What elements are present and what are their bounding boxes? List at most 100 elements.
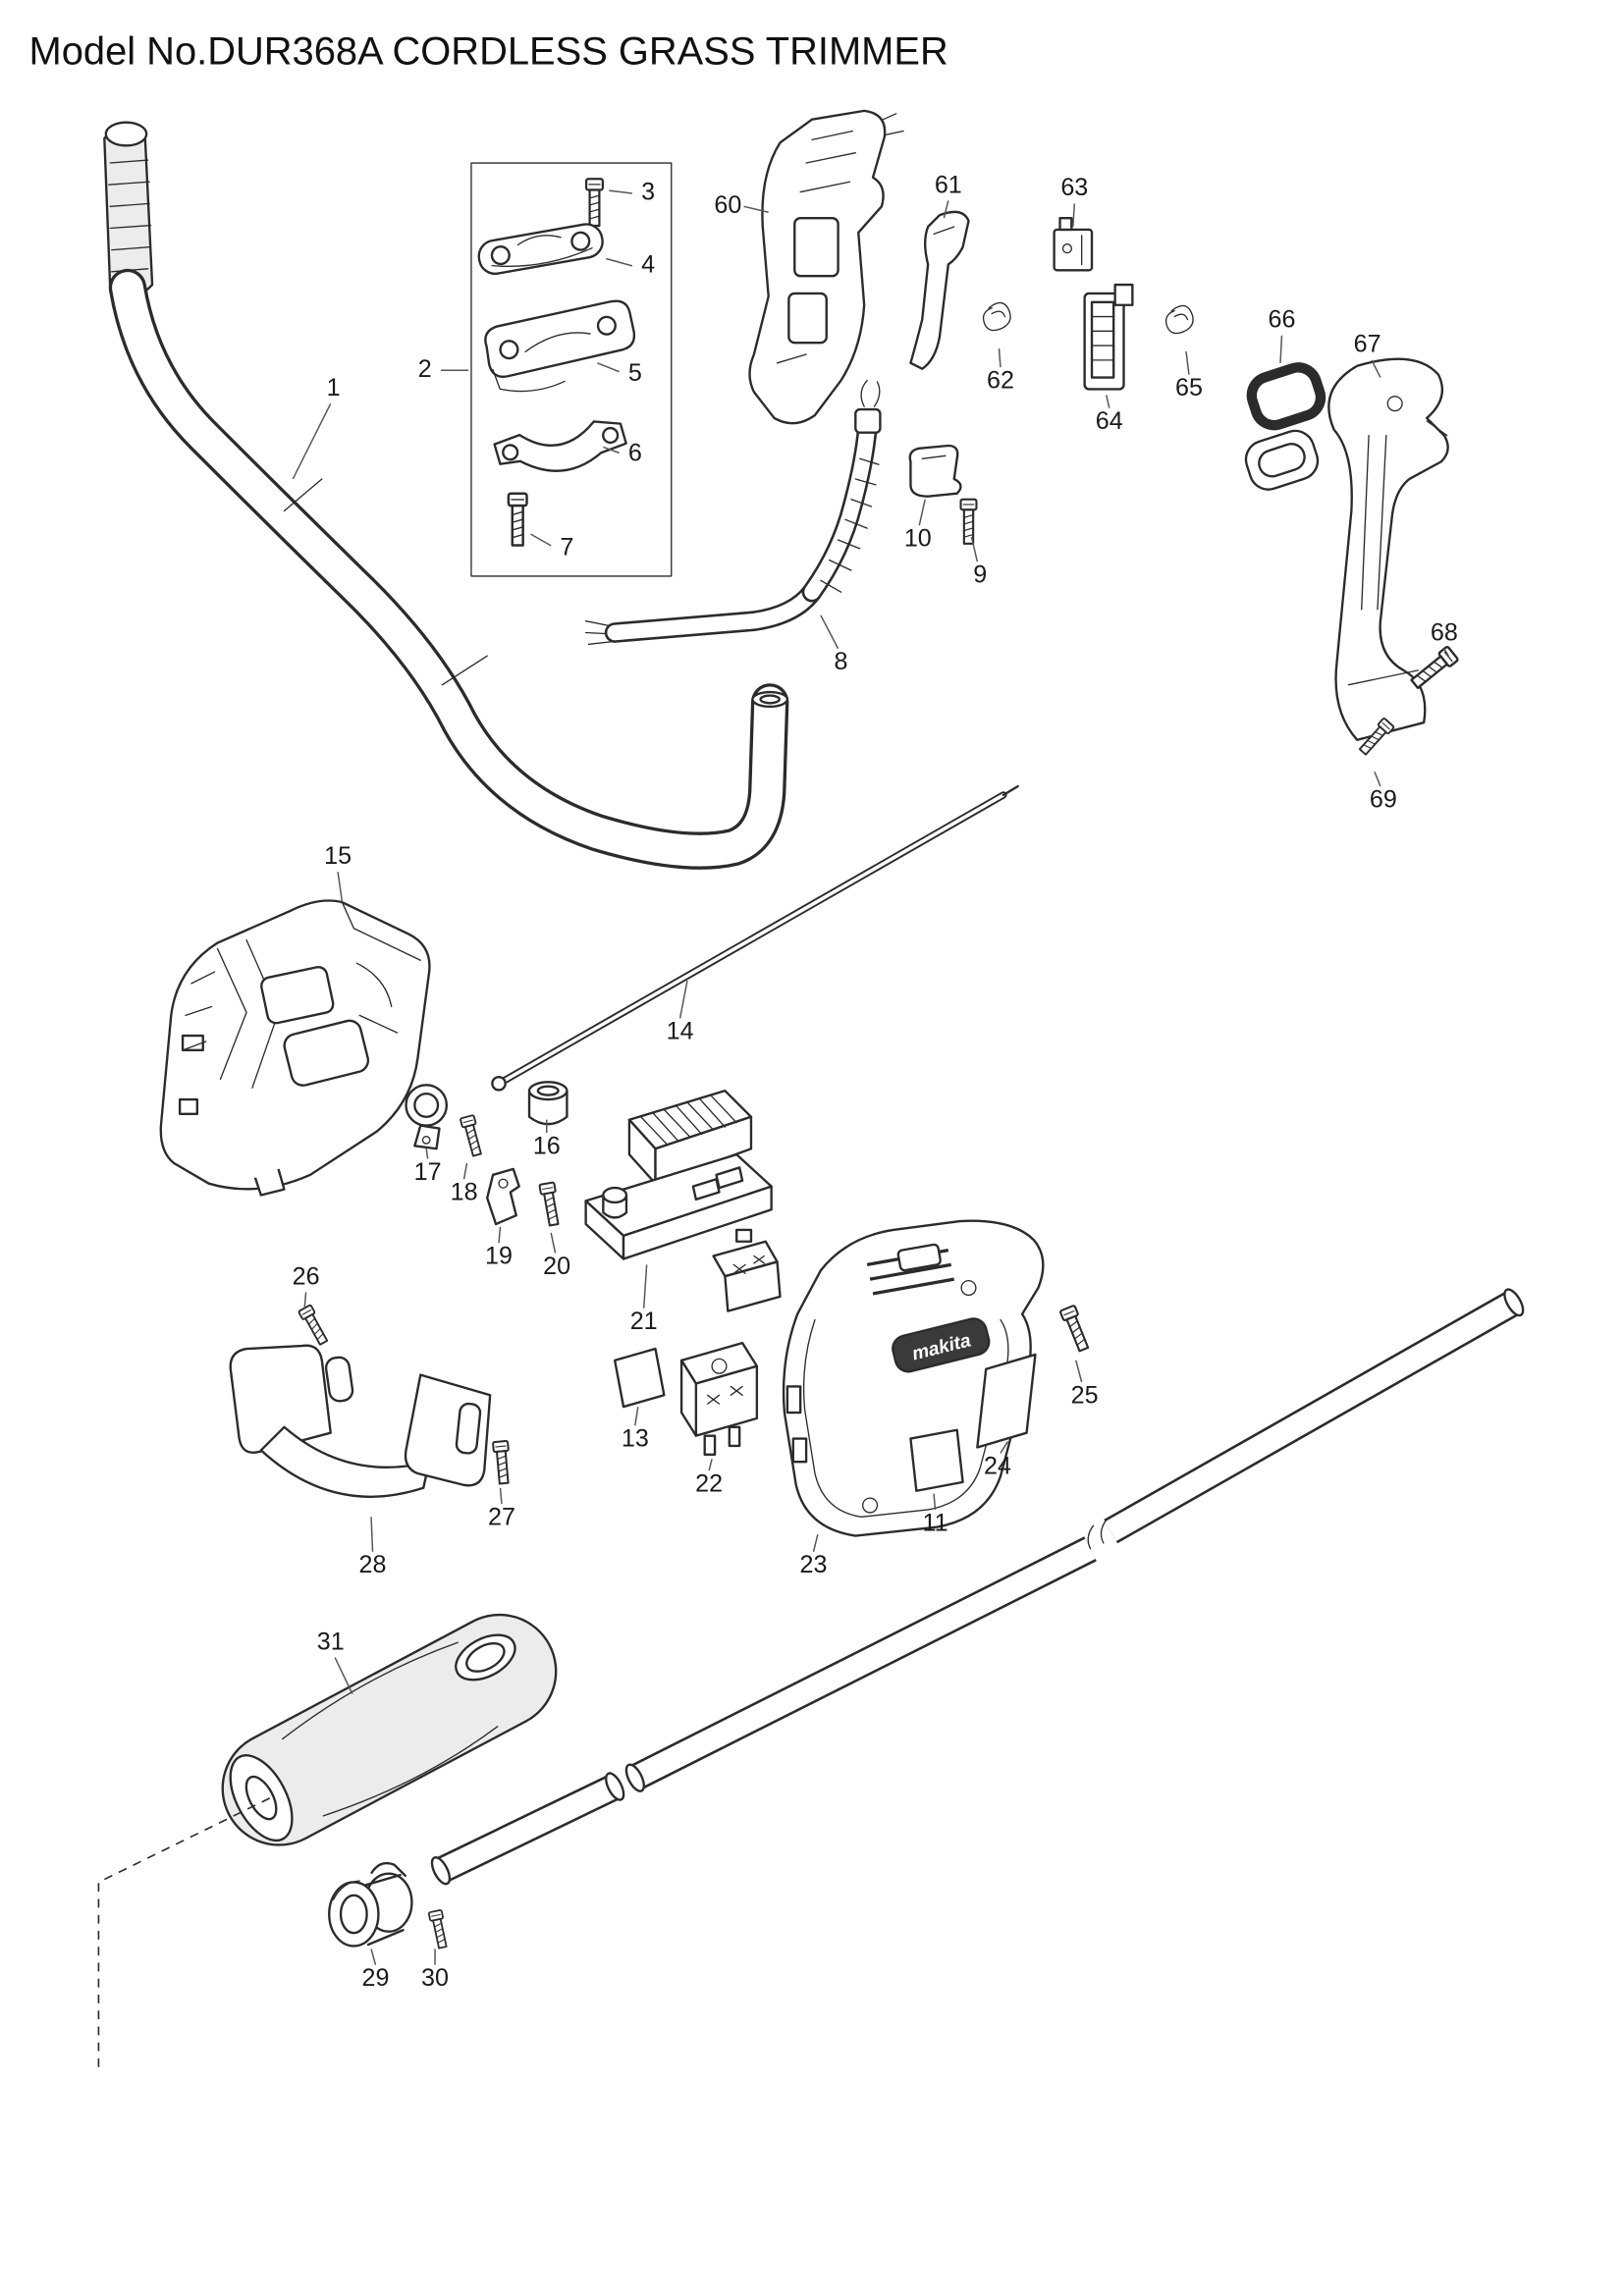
part-label-10: 10 [904, 525, 932, 553]
part-27-screw [491, 1439, 513, 1485]
part-62-spring [982, 301, 1011, 332]
part-leader-24 [1000, 1441, 1008, 1454]
part-14-drive-rod [491, 784, 1019, 1092]
lower-shaft-pipe [430, 1288, 1525, 1886]
part-leader-3 [609, 189, 632, 194]
part-label-20: 20 [543, 1253, 570, 1280]
part-68-screw [1407, 645, 1460, 692]
part-18-screw [459, 1113, 485, 1158]
part-label-23: 23 [800, 1551, 828, 1578]
part-leader-31 [334, 1657, 353, 1694]
part-leader-60 [743, 205, 769, 213]
part-label-16: 16 [533, 1132, 561, 1159]
part-label-3: 3 [641, 179, 655, 206]
part-8-flexible-shaft [584, 379, 882, 645]
part-15-motor-housing-cover [159, 899, 431, 1197]
part-leader-28 [370, 1517, 374, 1552]
part-67-handle-housing [1327, 357, 1449, 741]
part-25-screw [1058, 1304, 1093, 1354]
part-9-screw [959, 498, 978, 545]
part-leader-8 [820, 614, 839, 650]
part-leader-63 [1072, 203, 1076, 228]
part-label-18: 18 [451, 1179, 478, 1206]
part-label-19: 19 [485, 1243, 513, 1270]
part-label-31: 31 [317, 1628, 345, 1655]
part-leader-14 [678, 980, 688, 1019]
part-leader-66 [1279, 335, 1283, 363]
part-leader-67 [1371, 359, 1381, 378]
part-leader-27 [499, 1487, 503, 1505]
part-label-60: 60 [714, 191, 741, 219]
part-leader-13 [634, 1406, 639, 1426]
part-label-68: 68 [1431, 619, 1458, 647]
part-label-21: 21 [630, 1308, 658, 1335]
part-label-69: 69 [1370, 785, 1397, 813]
part-label-26: 26 [293, 1262, 320, 1290]
part-leader-10 [918, 499, 926, 526]
part-13-sheet [613, 1347, 666, 1409]
part-label-61: 61 [935, 171, 962, 198]
part-leader-29 [370, 1949, 377, 1965]
part-31-grip [221, 1613, 558, 1846]
part-leader-20 [550, 1232, 557, 1254]
part-61-trigger [909, 210, 970, 370]
part-23-housing: makita [782, 1219, 1045, 1537]
part-label-27: 27 [488, 1503, 515, 1530]
part-64-switch-block [1083, 283, 1134, 391]
part-label-7: 7 [560, 533, 573, 561]
part-leader-26 [303, 1292, 307, 1308]
part-label-28: 28 [359, 1551, 387, 1578]
part-leader-1 [292, 402, 332, 480]
part-29-clamp [328, 1861, 413, 1948]
part-24-label-sheet [976, 1353, 1037, 1449]
group-2-clamp-set [470, 162, 673, 577]
part-leader-11 [933, 1493, 937, 1511]
part-label-25: 25 [1071, 1381, 1099, 1409]
part-1-handlebar [103, 121, 789, 870]
part-leader-22 [708, 1459, 713, 1471]
part-65-spring [1164, 304, 1194, 335]
part-label-67: 67 [1354, 331, 1381, 358]
part-63-switch [1053, 216, 1094, 272]
part-label-65: 65 [1175, 374, 1203, 401]
continuation-dashes [97, 1797, 271, 2071]
part-leader-64 [1106, 395, 1110, 408]
part-label-22: 22 [695, 1469, 723, 1497]
part-28-hanger-bracket [229, 1344, 492, 1498]
part-label-5: 5 [628, 359, 642, 387]
part-leader-62 [998, 347, 1001, 368]
part-16-sleeve [527, 1081, 568, 1126]
part-leader-6 [603, 446, 620, 454]
part-26-screw [297, 1304, 331, 1348]
part-label-4: 4 [641, 251, 655, 279]
group-2-outline [470, 162, 673, 577]
part-22-switch [679, 1228, 782, 1457]
part-label-66: 66 [1269, 306, 1296, 334]
part-label-14: 14 [667, 1018, 694, 1045]
part-label-11: 11 [922, 1509, 947, 1536]
part-3-screw [584, 178, 605, 228]
part-label-9: 9 [973, 561, 987, 589]
part-leader-65 [1185, 350, 1190, 375]
part-leader-17 [425, 1148, 429, 1159]
part-leader-5 [597, 362, 620, 373]
part-leader-9 [970, 536, 979, 562]
part-19-bracket [486, 1167, 520, 1226]
part-label-1: 1 [327, 374, 341, 401]
part-leader-4 [606, 257, 633, 267]
part-30-screw [427, 1908, 451, 1950]
part-leader-69 [1374, 771, 1381, 787]
makita-badge: makita [892, 1317, 991, 1373]
part-label-62: 62 [987, 367, 1014, 395]
part-label-63: 63 [1060, 174, 1088, 201]
part-label-24: 24 [984, 1453, 1011, 1480]
part-leader-19 [498, 1226, 502, 1244]
part-label-8: 8 [835, 648, 848, 675]
part-label-2: 2 [418, 355, 432, 383]
part-label-15: 15 [324, 842, 352, 870]
part-11-label-sheet [909, 1428, 964, 1492]
page-title: Model No.DUR368A CORDLESS GRASS TRIMMER [29, 30, 948, 74]
part-10-clamp [908, 444, 962, 498]
part-leader-23 [812, 1533, 819, 1552]
